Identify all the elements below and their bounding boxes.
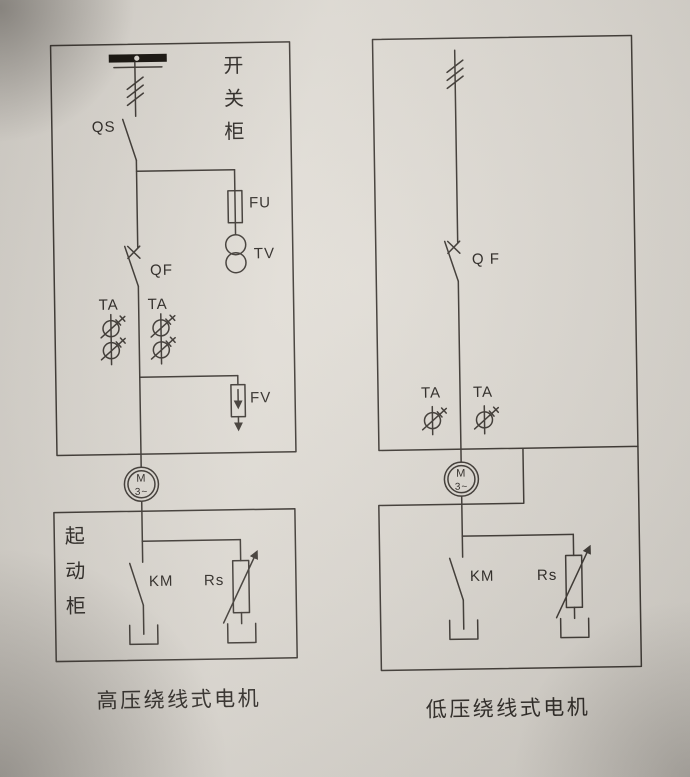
left-switchgear-cabinet-box <box>49 41 297 457</box>
caption-low-voltage-motor: 低压绕线式电机 <box>425 696 591 722</box>
rs-resistor-right-icon <box>555 533 591 639</box>
right-feeder-line <box>453 49 464 537</box>
qf-breaker-left-icon <box>123 245 141 287</box>
label-qf-right: Q F <box>472 251 500 268</box>
right-starter-cabinet-box <box>378 445 643 672</box>
label-ta1-left: TA <box>99 297 119 314</box>
label-qf-left: QF <box>150 262 173 279</box>
label-fv: FV <box>250 389 271 406</box>
label-ta1-right: TA <box>421 384 441 401</box>
label-km-left: KM <box>149 573 174 590</box>
fv-surge-arrester-branch <box>139 374 247 432</box>
left-feeder-line <box>134 61 144 542</box>
tv-voltage-transformer-icon <box>224 233 247 274</box>
rs-resistor-left-icon <box>222 538 258 644</box>
fu-fuse-branch <box>135 168 244 236</box>
label-tv: TV <box>254 245 275 262</box>
label-rs-left: Rs <box>204 572 225 589</box>
label-rs-right: Rs <box>537 567 558 584</box>
label-ta2-right: TA <box>473 384 493 401</box>
label-phase-left: 3~ <box>135 487 149 498</box>
label-qs: QS <box>92 119 116 136</box>
qs-disconnector-icon <box>121 118 138 161</box>
caption-high-voltage-motor: 高压绕线式电机 <box>96 687 262 713</box>
label-starter-cabinet: 起动柜 <box>61 525 85 631</box>
left-starter-cabinet-box <box>53 508 298 663</box>
qf-breaker-right-icon <box>443 240 461 282</box>
label-km-right: KM <box>470 568 495 585</box>
label-fu: FU <box>249 194 271 211</box>
km-contactor-left-icon <box>128 538 242 646</box>
motor-left-icon <box>123 466 160 502</box>
label-phase-right: 3~ <box>455 482 469 493</box>
motor-right-icon <box>443 461 480 497</box>
right-switchgear-cabinet-box <box>371 34 639 452</box>
ta-current-transformers-left-icon <box>100 313 176 366</box>
busbar <box>108 53 167 69</box>
label-motor-right: M <box>456 468 466 480</box>
ta-current-transformers-right-icon <box>421 405 500 436</box>
km-contactor-right-icon <box>448 533 575 641</box>
label-ta2-left: TA <box>148 296 168 313</box>
label-switchgear-cabinet: 开关柜 <box>219 54 244 154</box>
label-motor-left: M <box>136 473 146 485</box>
